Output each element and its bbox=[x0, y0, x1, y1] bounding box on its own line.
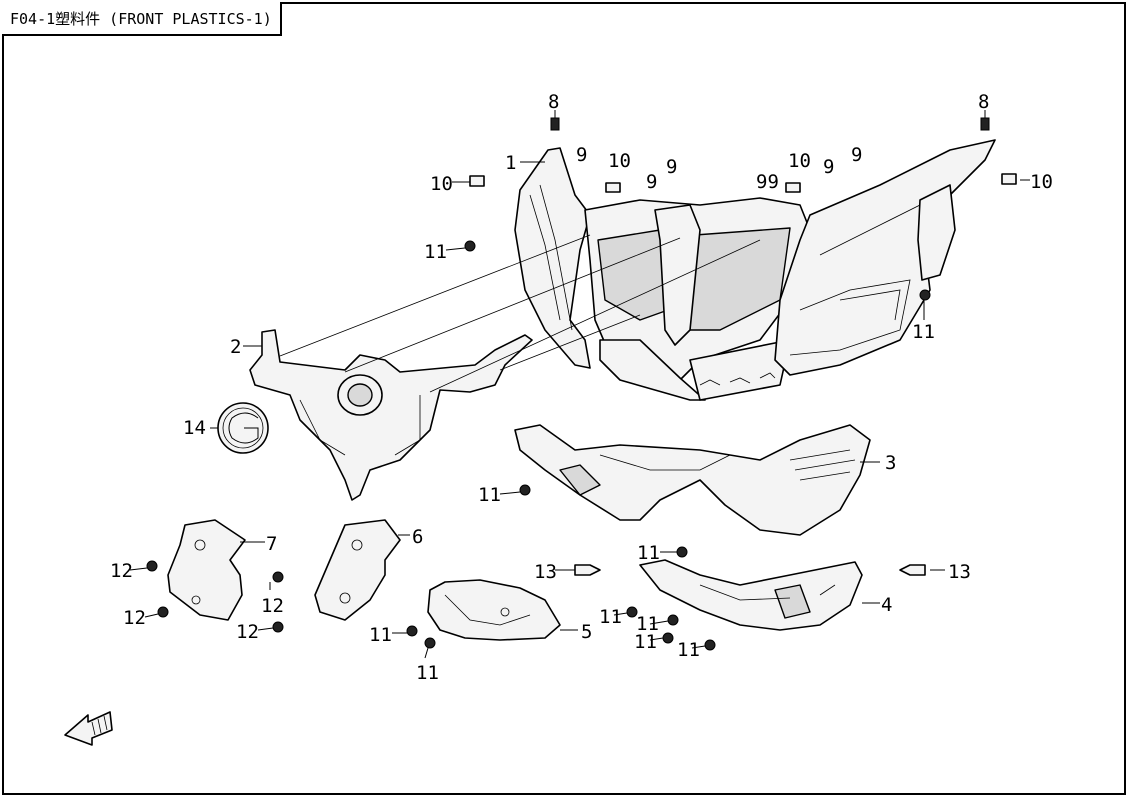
callout-14: 14 bbox=[183, 417, 206, 439]
screw-icon bbox=[704, 639, 716, 651]
part-front-hood bbox=[514, 139, 996, 401]
callout-11: 11 bbox=[424, 241, 447, 263]
callout-9: 9 bbox=[851, 144, 862, 166]
callout-8: 8 bbox=[978, 91, 989, 113]
callout-6: 6 bbox=[412, 526, 423, 548]
callout-10: 10 bbox=[608, 150, 631, 172]
screw-icon bbox=[919, 289, 931, 301]
callout-11: 11 bbox=[599, 606, 622, 628]
callout-10: 10 bbox=[1030, 171, 1053, 193]
callout-13: 13 bbox=[948, 561, 971, 583]
title-block: F04-1塑料件 (FRONT PLASTICS-1) bbox=[2, 2, 282, 36]
part-lower-trim bbox=[427, 579, 561, 641]
callout-12: 12 bbox=[123, 607, 146, 629]
callout-11: 11 bbox=[637, 542, 660, 564]
screw-icon bbox=[626, 606, 638, 618]
screw-icon bbox=[676, 546, 688, 558]
part-bumper-skid bbox=[639, 559, 863, 631]
callout-9: 9 bbox=[823, 156, 834, 178]
callout-9: 9 bbox=[576, 144, 587, 166]
screw-icon bbox=[519, 484, 531, 496]
callout-11: 11 bbox=[677, 639, 700, 661]
screw-icon bbox=[157, 606, 169, 618]
callout-11: 11 bbox=[369, 624, 392, 646]
screw-icon bbox=[550, 117, 560, 131]
callout-11: 11 bbox=[912, 321, 935, 343]
screw-icon bbox=[662, 632, 674, 644]
clip-icon bbox=[469, 175, 485, 187]
callout-12: 12 bbox=[110, 560, 133, 582]
part-emblem bbox=[217, 402, 269, 454]
front-direction-arrow-icon bbox=[64, 711, 113, 746]
part-side-cover-left bbox=[167, 519, 246, 621]
callout-11: 11 bbox=[636, 613, 659, 635]
grille-mesh-left bbox=[597, 229, 669, 321]
callout-3: 3 bbox=[885, 452, 896, 474]
callout-13: 13 bbox=[534, 561, 557, 583]
callout-11: 11 bbox=[416, 662, 439, 684]
screw-icon bbox=[424, 637, 436, 649]
screw-icon bbox=[980, 117, 990, 131]
screw-icon bbox=[406, 625, 418, 637]
callout-9: 9 bbox=[646, 171, 657, 193]
clip-icon bbox=[605, 182, 621, 193]
callout-9: 9 bbox=[666, 156, 677, 178]
callout-11: 11 bbox=[478, 484, 501, 506]
push-rivet-icon bbox=[899, 564, 926, 576]
part-lower-front-panel bbox=[514, 424, 871, 536]
screw-icon bbox=[272, 571, 284, 583]
callout-1: 1 bbox=[505, 152, 516, 174]
callout-4: 4 bbox=[881, 594, 892, 616]
callout-99: 99 bbox=[756, 171, 779, 193]
callout-labels: 8 8 1 9 10 9 9 99 10 9 9 10 10 11 11 2 1… bbox=[110, 91, 1053, 684]
leader-lines bbox=[129, 110, 1030, 659]
callout-12: 12 bbox=[261, 595, 284, 617]
fasteners bbox=[146, 117, 1017, 651]
callout-10: 10 bbox=[788, 150, 811, 172]
screw-icon bbox=[464, 240, 476, 252]
page-title: F04-1塑料件 (FRONT PLASTICS-1) bbox=[10, 9, 272, 28]
callout-12: 12 bbox=[236, 621, 259, 643]
callout-5: 5 bbox=[581, 621, 592, 643]
callout-8: 8 bbox=[548, 91, 559, 113]
callout-2: 2 bbox=[230, 336, 241, 358]
screw-icon bbox=[146, 560, 158, 572]
clip-icon bbox=[1001, 173, 1017, 185]
part-side-cover-right bbox=[314, 519, 401, 621]
part-headlight-bracket bbox=[249, 329, 533, 501]
screw-icon bbox=[272, 621, 284, 633]
screw-icon bbox=[667, 614, 679, 626]
callout-11: 11 bbox=[634, 631, 657, 653]
callout-7: 7 bbox=[266, 533, 277, 555]
clip-icon bbox=[785, 182, 801, 193]
push-rivet-icon bbox=[574, 564, 601, 576]
callout-10: 10 bbox=[430, 173, 453, 195]
